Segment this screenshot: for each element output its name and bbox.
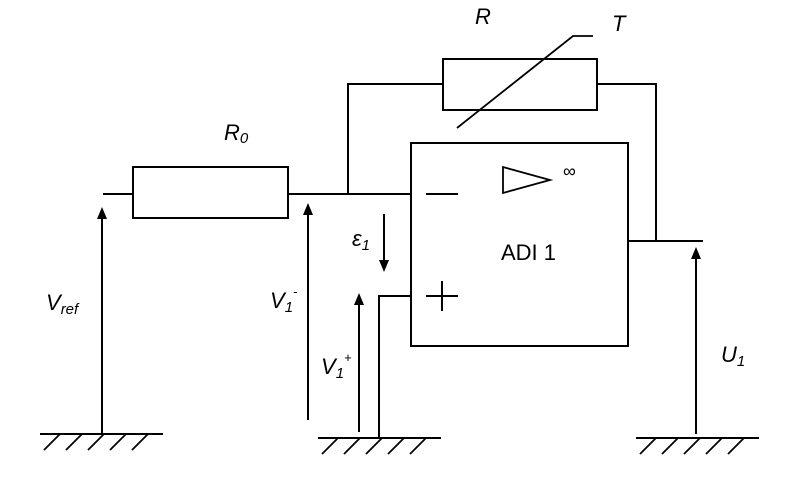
label-v1-minus: V1- [270, 284, 298, 316]
label-u1: U1 [721, 342, 745, 370]
epsilon-arrow [379, 214, 389, 272]
feedback-left-wire [347, 83, 443, 194]
label-r: R [475, 4, 491, 29]
thermistor-slash [456, 35, 593, 129]
label-v1-plus: V1+ [321, 350, 352, 382]
vref-arrow [97, 207, 107, 434]
feedback-right-wire [597, 83, 657, 241]
label-opamp: ADI 1 [501, 240, 556, 265]
ground-right-icon [636, 437, 759, 455]
u1-arrow [691, 247, 701, 434]
opamp-triangle-icon [502, 165, 554, 195]
ground-left-icon [40, 433, 163, 451]
label-t: T [612, 11, 627, 36]
resistor-r0 [132, 166, 289, 219]
v1minus-arrow [303, 203, 313, 420]
opamp-adi1 [410, 142, 629, 347]
label-r0: R0 [224, 120, 249, 147]
v1plus-arrow [354, 293, 364, 432]
ground-middle-icon [318, 437, 441, 455]
infinity-icon: ∞ [563, 161, 576, 181]
label-epsilon: ε1 [352, 226, 370, 254]
resistor-r-thermistor [442, 58, 598, 111]
plus-input-ground-wire [378, 295, 411, 438]
label-vref: Vref [46, 290, 80, 318]
